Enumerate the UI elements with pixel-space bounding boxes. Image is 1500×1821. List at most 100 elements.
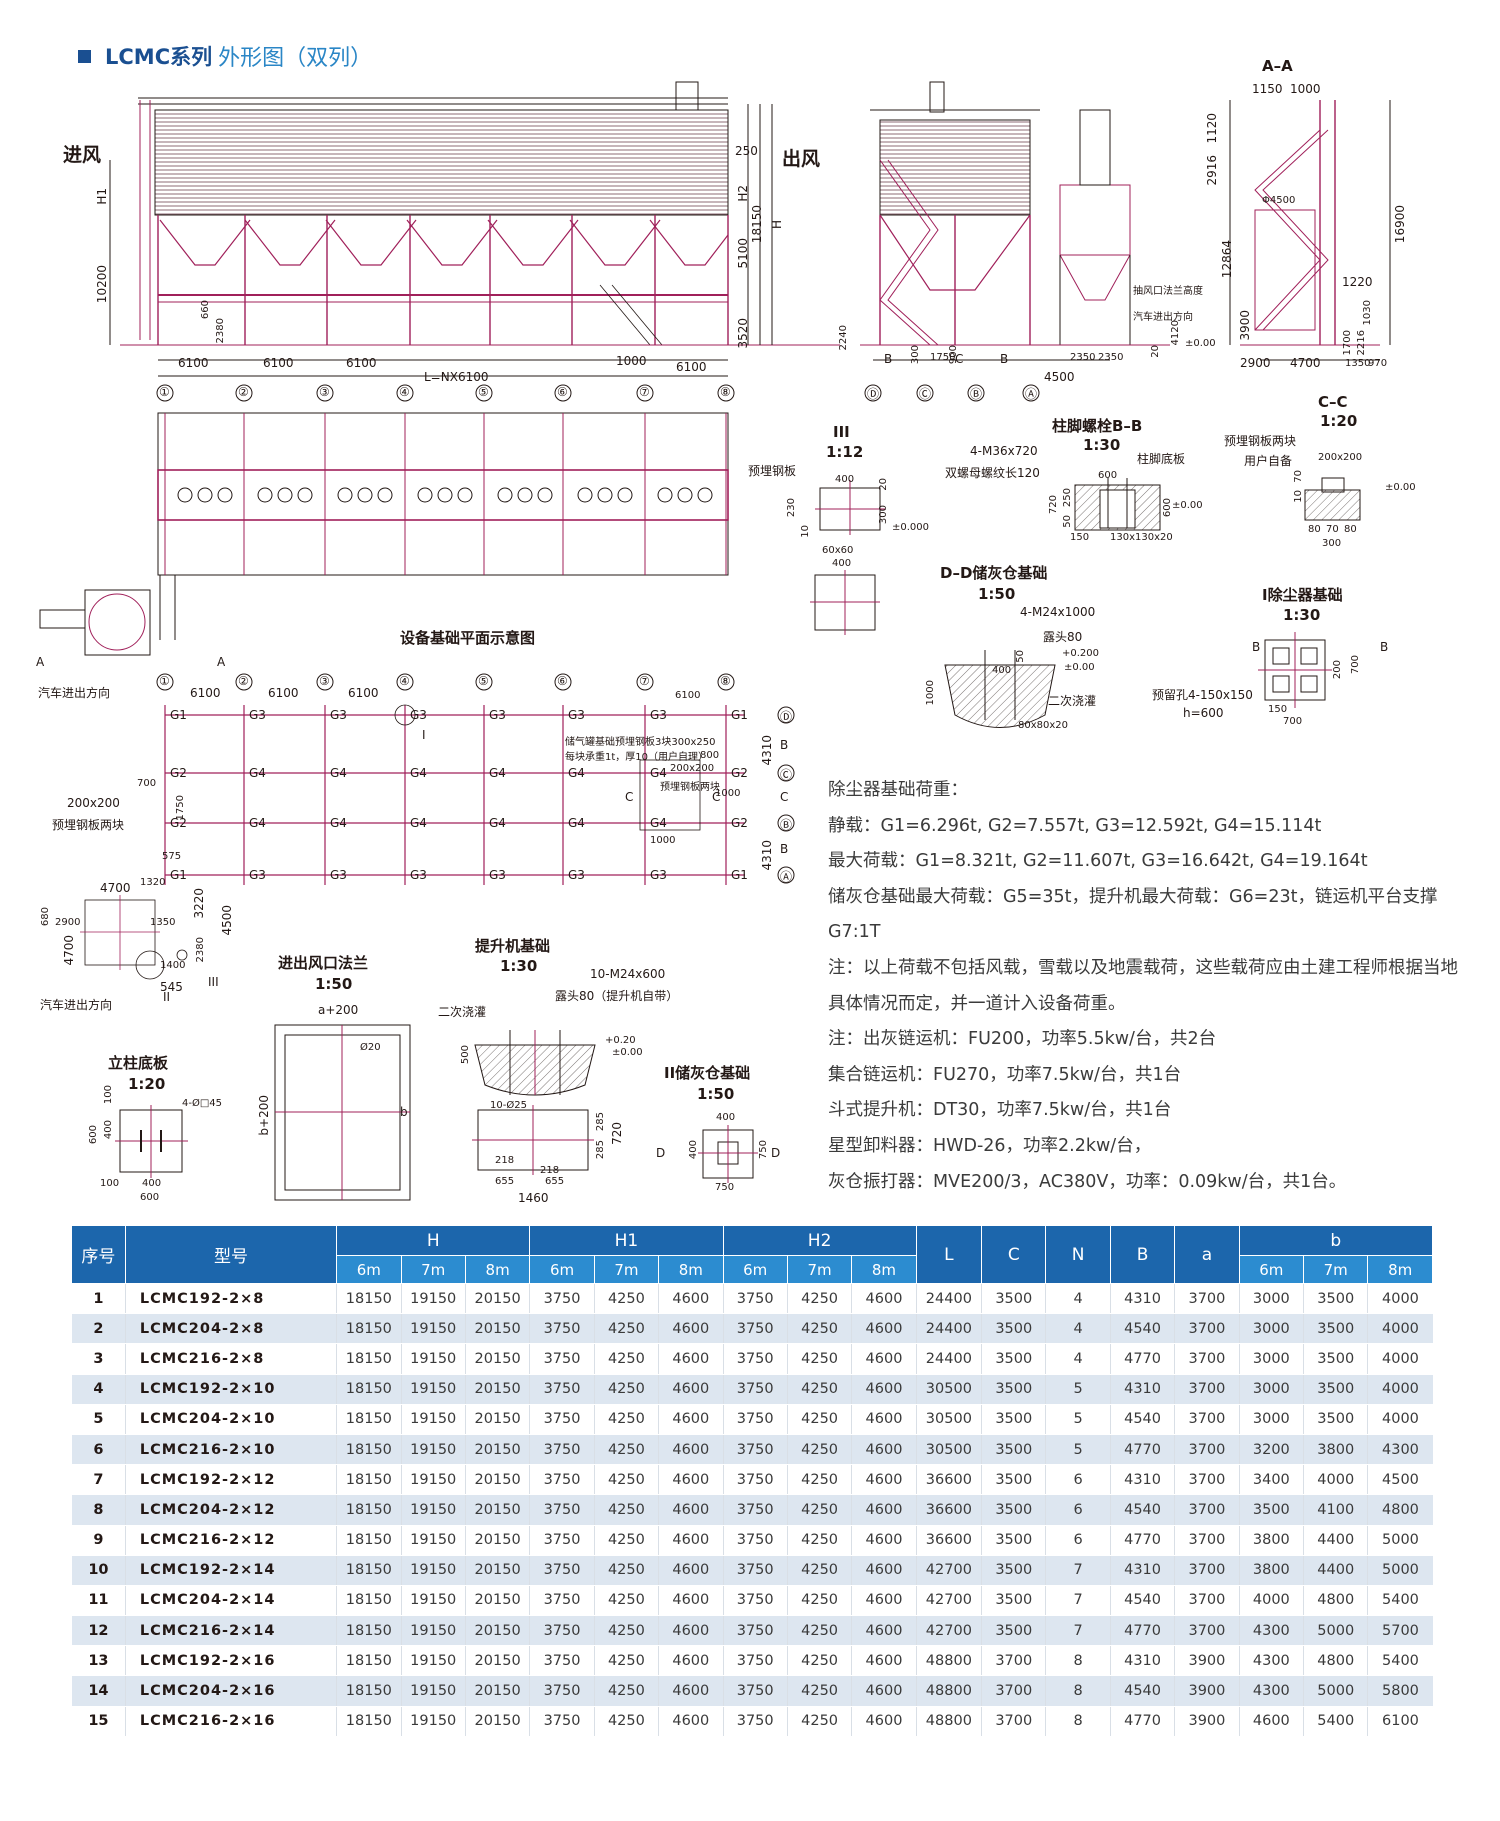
g-c-4: G4 xyxy=(410,766,427,780)
foundation-grid xyxy=(164,704,745,885)
g-b-8: G2 xyxy=(731,816,748,830)
model-cell: LCMC216-2×8 xyxy=(125,1343,338,1375)
value-cell: 5 xyxy=(1045,1434,1111,1466)
value-cell: 3750 xyxy=(723,1343,788,1375)
fp-mark-ii: II xyxy=(163,990,171,1004)
dim-18150: 18150 xyxy=(750,205,764,244)
row-number: 6 xyxy=(72,1434,126,1466)
value-cell: 3750 xyxy=(529,1494,595,1526)
value-cell: 30500 xyxy=(916,1404,983,1435)
ii-scale: 1:50 xyxy=(697,1085,735,1103)
value-cell: 4600 xyxy=(851,1555,917,1586)
value-cell: 18150 xyxy=(336,1706,402,1737)
row-number: 9 xyxy=(72,1525,126,1556)
iii-dim-300: 300 xyxy=(878,505,889,525)
value-cell: 20150 xyxy=(465,1494,531,1526)
value-cell: 3500 xyxy=(981,1283,1047,1315)
fp-axis-5: ⑤ xyxy=(478,674,489,688)
th-a: a xyxy=(1174,1226,1240,1284)
value-cell: 4600 xyxy=(658,1615,724,1647)
value-cell: 6 xyxy=(1045,1494,1111,1526)
value-cell: 3700 xyxy=(1174,1404,1240,1435)
bb-dim-600: 600 xyxy=(1098,470,1118,481)
g-a-7: G3 xyxy=(650,868,667,882)
dd-title: D–D储灰仓基础 xyxy=(940,564,1048,582)
dd-dim-50: 50 xyxy=(1015,650,1026,663)
value-cell: 4250 xyxy=(787,1675,853,1707)
value-cell: 3750 xyxy=(723,1374,788,1405)
value-cell: 19150 xyxy=(401,1464,466,1496)
fp-rdim-b2: B xyxy=(780,842,789,856)
value-cell: 4600 xyxy=(658,1283,724,1315)
value-cell: 5700 xyxy=(1367,1615,1433,1647)
aa-dim-2916: 2916 xyxy=(1205,155,1219,186)
value-cell: 3800 xyxy=(1239,1555,1305,1586)
value-cell: 4250 xyxy=(787,1706,853,1737)
value-cell: 42700 xyxy=(916,1585,983,1617)
colplate-dim-400a: 400 xyxy=(103,1120,114,1140)
value-cell: 3500 xyxy=(981,1313,1047,1345)
dim-bottom-6100-r: 6100 xyxy=(676,360,707,374)
row-number: 8 xyxy=(72,1494,126,1526)
value-cell: 3500 xyxy=(1303,1343,1369,1375)
side-dim-300: 300 xyxy=(910,345,921,365)
value-cell: 18150 xyxy=(336,1343,402,1375)
value-cell: 4600 xyxy=(658,1494,724,1526)
th-sub: 7m xyxy=(1303,1255,1369,1284)
elevator-elev2: ±0.00 xyxy=(612,1047,643,1058)
value-cell: 20150 xyxy=(465,1464,531,1496)
value-cell: 4250 xyxy=(594,1494,660,1526)
value-cell: 7 xyxy=(1045,1615,1111,1647)
fp-sd-3220: 3220 xyxy=(192,888,206,919)
value-cell: 4250 xyxy=(594,1615,660,1647)
value-cell: 4800 xyxy=(1303,1585,1369,1617)
model-cell: LCMC192-2×8 xyxy=(125,1283,338,1315)
value-cell: 18150 xyxy=(336,1283,402,1315)
value-cell: 3700 xyxy=(1174,1343,1240,1375)
fp-sd-4500: 4500 xyxy=(220,905,234,936)
fp-mark-iii: III xyxy=(208,975,219,989)
th-no: 序号 xyxy=(72,1226,126,1284)
value-cell: 5400 xyxy=(1367,1585,1433,1617)
iii-dim-400b: 400 xyxy=(832,558,852,569)
truck-area xyxy=(80,895,188,980)
value-cell: 4600 xyxy=(851,1494,917,1526)
ii-title: II储灰仓基础 xyxy=(664,1064,751,1082)
row-number: 10 xyxy=(72,1555,126,1586)
value-cell: 48800 xyxy=(916,1706,983,1737)
value-cell: 4250 xyxy=(594,1434,660,1466)
value-cell: 4600 xyxy=(1239,1706,1305,1737)
value-cell: 3750 xyxy=(529,1404,595,1435)
row-number: 13 xyxy=(72,1645,126,1677)
aa-title: A–A xyxy=(1262,57,1293,75)
value-cell: 3900 xyxy=(1174,1645,1240,1677)
value-cell: 5800 xyxy=(1367,1675,1433,1707)
fp-dim-1: 6100 xyxy=(190,686,221,700)
value-cell: 3500 xyxy=(1239,1494,1305,1526)
fp-row-a: Ⓐ xyxy=(780,870,793,884)
i-mark-b1: B xyxy=(1252,640,1261,654)
th-sub: 8m xyxy=(658,1255,724,1284)
dd-expose: 露头80 xyxy=(1043,630,1083,644)
value-cell: 3750 xyxy=(529,1585,595,1617)
th-sub: 8m xyxy=(465,1255,531,1284)
value-cell: 3700 xyxy=(1174,1585,1240,1617)
value-cell: 4250 xyxy=(787,1645,853,1677)
value-cell: 4250 xyxy=(787,1464,853,1496)
axis-7: ⑦ xyxy=(639,385,650,399)
elevator-elev1: +0.20 xyxy=(605,1035,636,1046)
cc-dim-80a: 80 xyxy=(1308,524,1321,535)
value-cell: 4000 xyxy=(1303,1464,1369,1496)
value-cell: 36600 xyxy=(916,1464,983,1496)
fp-plate200: 200x200 xyxy=(670,763,715,774)
i-title: I除尘器基础 xyxy=(1262,586,1343,604)
value-cell: 20150 xyxy=(465,1615,531,1647)
side-dim-20: 20 xyxy=(1150,345,1161,358)
g-c-7: G4 xyxy=(650,766,667,780)
value-cell: 3750 xyxy=(529,1525,595,1556)
cc-scale: 1:20 xyxy=(1320,412,1358,430)
value-cell: 3700 xyxy=(1174,1615,1240,1647)
value-cell: 4000 xyxy=(1367,1283,1433,1315)
